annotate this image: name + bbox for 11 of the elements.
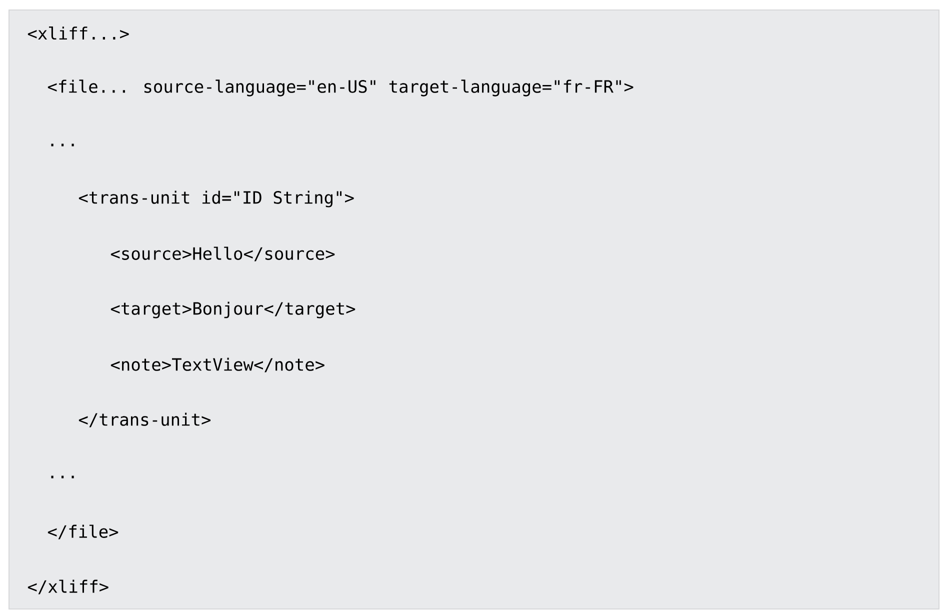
code-line: <note>TextView</note> xyxy=(110,358,324,372)
code-line: <source>Hello</source> xyxy=(110,246,335,262)
code-line: </xliff> xyxy=(28,580,108,594)
code-line: </trans-unit> xyxy=(78,412,211,428)
code-line: <trans-unit id="ID String"> xyxy=(78,190,354,208)
code-line: <target>Bonjour</target> xyxy=(110,302,356,318)
code-line: ... xyxy=(51,476,74,478)
code-line: <xliff...> xyxy=(28,26,129,40)
code-line: ... xyxy=(51,144,74,146)
code-line: </file> xyxy=(48,524,118,540)
code-line: <file... source-language="en-US" target-language="fr-FR"> xyxy=(48,80,634,96)
